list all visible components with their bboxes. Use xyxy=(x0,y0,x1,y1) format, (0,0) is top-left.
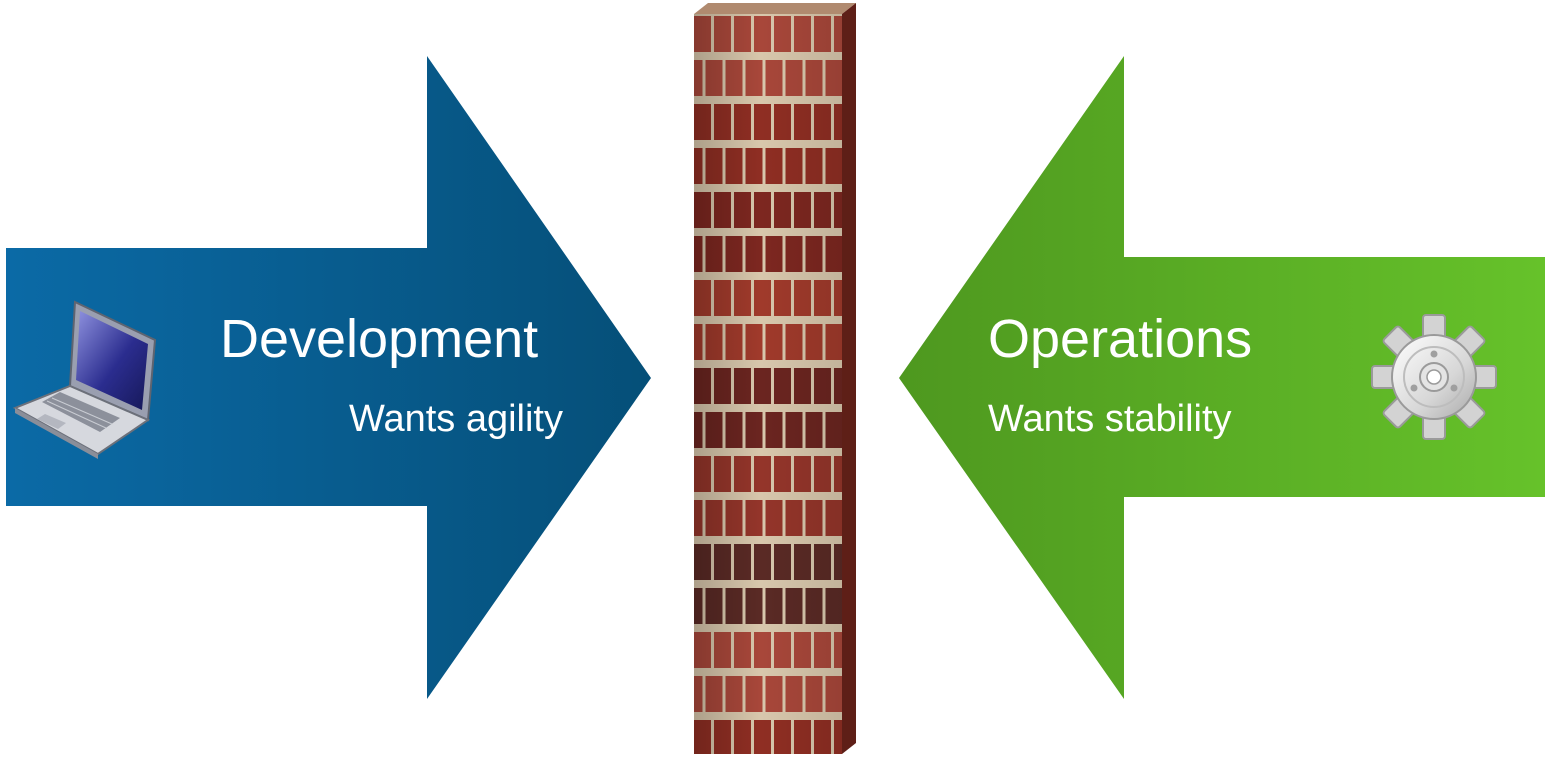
development-title: Development xyxy=(220,309,539,369)
laptop-icon xyxy=(12,300,157,459)
operations-arrow xyxy=(899,56,1545,699)
operations-title: Operations xyxy=(988,309,1253,369)
gear-icon xyxy=(1371,314,1497,440)
operations-subtitle: Wants stability xyxy=(988,398,1232,440)
development-arrow xyxy=(6,56,651,699)
development-subtitle: Wants agility xyxy=(349,398,563,440)
brick-wall xyxy=(694,3,856,754)
